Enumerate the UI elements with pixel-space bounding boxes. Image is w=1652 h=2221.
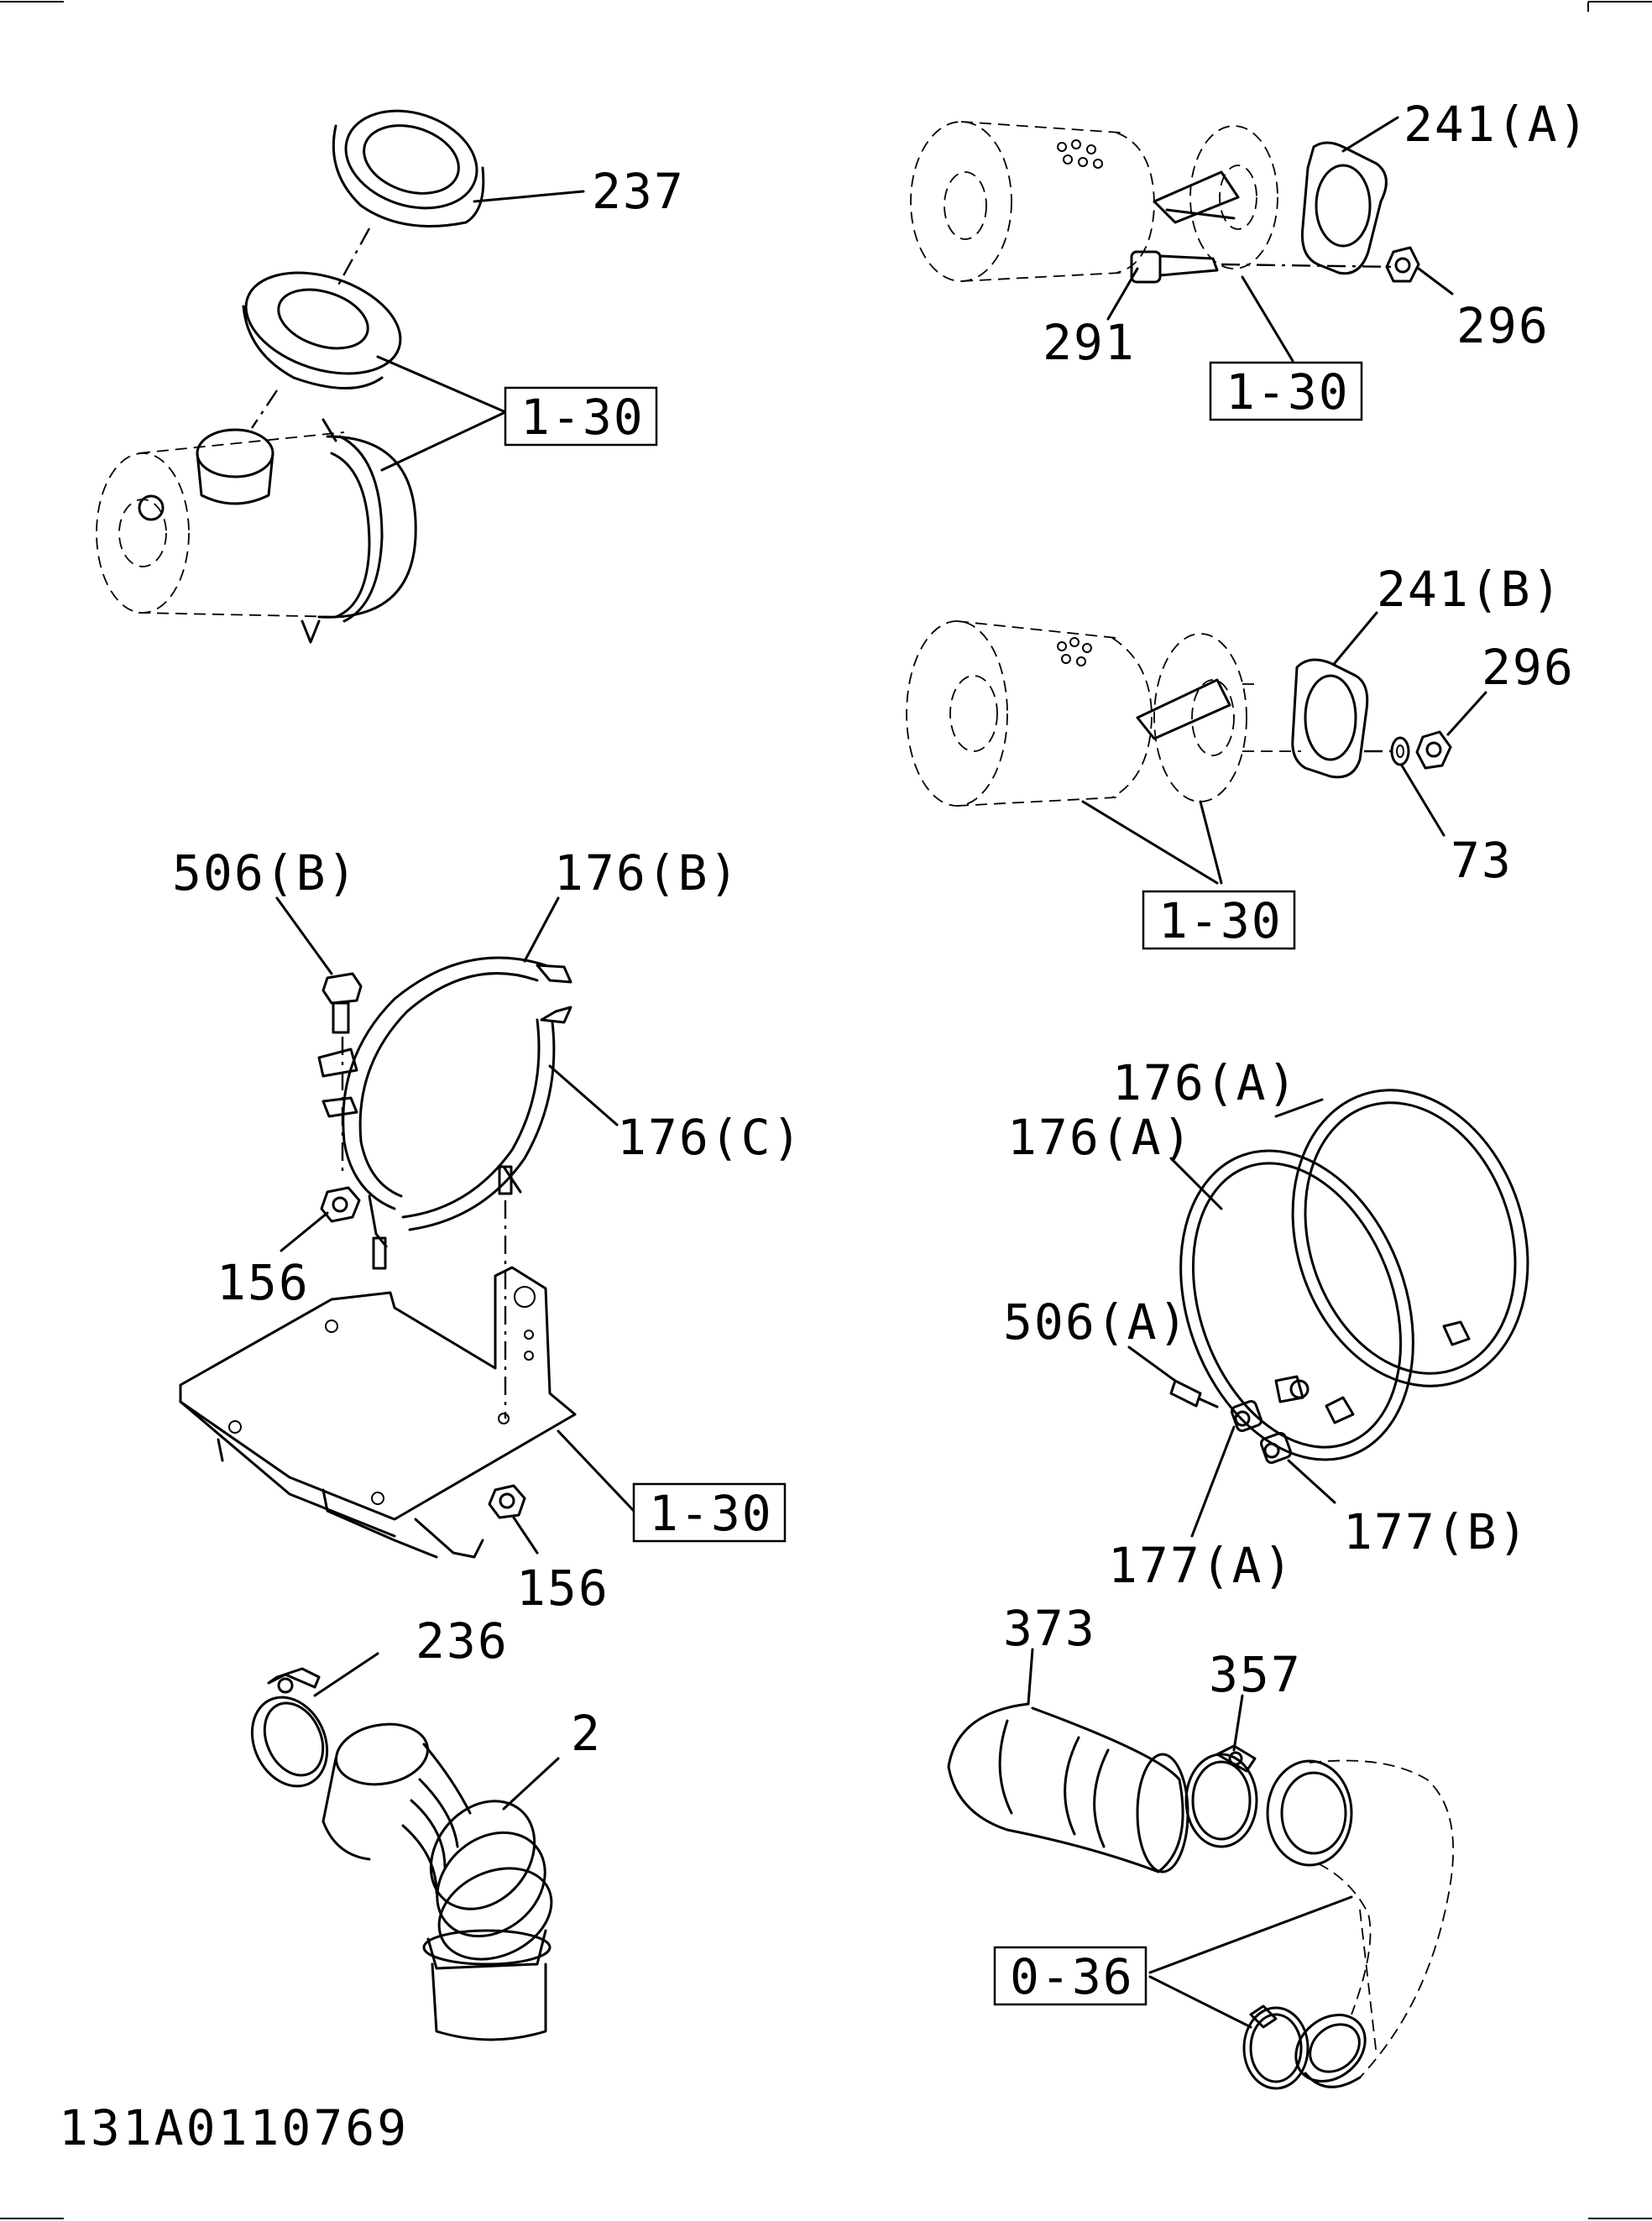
reference-box-3[interactable]: [1142, 890, 1296, 950]
reference-4[interactable]: 1-30: [649, 1485, 773, 1542]
leader-ref1-a: [376, 355, 505, 413]
leader-ref5-b: [1148, 1975, 1252, 2029]
callout-156b: 156: [516, 1560, 609, 1617]
reference-1[interactable]: 1-30: [520, 389, 645, 446]
callout-296a: 296: [1456, 297, 1550, 354]
leader-ref4: [557, 1429, 635, 1513]
cleaner-housing-part: [96, 418, 417, 644]
leader-156b: [512, 1516, 539, 1555]
reference-box-5[interactable]: [993, 1946, 1148, 2006]
leader-ref2: [1241, 275, 1294, 363]
reference-3[interactable]: 1-30: [1158, 892, 1283, 949]
reference-5[interactable]: 0-36: [1010, 1948, 1134, 2005]
callout-176a2: 176(A): [1007, 1109, 1194, 1166]
band-176a-assembly: [1169, 1089, 1529, 1465]
callout-177a: 177(A): [1108, 1537, 1294, 1594]
leader-357: [1232, 1694, 1244, 1752]
leader-236: [313, 1652, 379, 1697]
inner-cover-part: [242, 271, 402, 389]
leader-241a: [1341, 116, 1399, 153]
leader-296a: [1417, 267, 1454, 295]
callout-73: 73: [1451, 832, 1513, 889]
callout-291: 291: [1043, 314, 1136, 371]
callout-357: 357: [1209, 1646, 1302, 1703]
leader-ref3-a: [1081, 800, 1219, 885]
leader-373: [1027, 1648, 1034, 1706]
leader-291: [1106, 267, 1139, 321]
leader-156a: [280, 1211, 329, 1252]
leader-296b: [1446, 691, 1487, 736]
callout-241b: 241(B): [1377, 561, 1563, 618]
air-cleaner-cap-assembly: [96, 109, 485, 644]
hose-pipe-assembly: [947, 1702, 1455, 2090]
callout-237: 237: [592, 163, 685, 220]
leader-506a: [1127, 1346, 1177, 1382]
callout-176a1: 176(A): [1112, 1054, 1299, 1111]
callout-2: 2: [571, 1705, 602, 1762]
leader-176b: [523, 896, 560, 963]
rain-cap-part: [332, 109, 485, 227]
reference-box-1[interactable]: [504, 386, 658, 447]
leader-177a: [1190, 1425, 1236, 1538]
band-bracket-assembly: [179, 956, 577, 1559]
reference-box-4[interactable]: [632, 1482, 787, 1543]
callout-236: 236: [416, 1612, 509, 1670]
callout-176b: 176(B): [554, 844, 740, 901]
leader-ref5-a: [1148, 1895, 1353, 1974]
filter-element-part: [196, 428, 274, 505]
leader-ref1-b: [380, 411, 505, 472]
callout-373: 373: [1003, 1600, 1096, 1657]
callout-176c: 176(C): [617, 1109, 803, 1166]
callout-177b: 177(B): [1343, 1503, 1529, 1560]
callout-241a: 241(A): [1404, 96, 1590, 153]
drawing-number: 131A0110769: [59, 2099, 409, 2156]
reference-box-2[interactable]: [1209, 361, 1363, 421]
leader-241b: [1333, 611, 1378, 665]
callout-156a: 156: [217, 1254, 310, 1311]
leader-177b: [1287, 1459, 1336, 1504]
leader-506b: [275, 896, 333, 975]
callout-506a: 506(A): [1003, 1293, 1189, 1351]
leader-176a1: [1274, 1098, 1324, 1118]
callout-296b: 296: [1482, 639, 1575, 696]
leader-2: [502, 1757, 560, 1811]
leader-176c: [548, 1064, 619, 1126]
leader-176a2: [1169, 1157, 1223, 1210]
reference-2[interactable]: 1-30: [1226, 363, 1350, 421]
air-cleaner-flange-b-assembly: [906, 620, 1452, 807]
leader-73: [1400, 764, 1446, 837]
leader-237: [473, 190, 585, 203]
leader-ref3-b: [1199, 800, 1223, 885]
callout-506b: 506(B): [172, 844, 358, 901]
elbow-hose-assembly: [250, 1667, 553, 2041]
air-cleaner-flange-a-assembly: [910, 121, 1420, 284]
